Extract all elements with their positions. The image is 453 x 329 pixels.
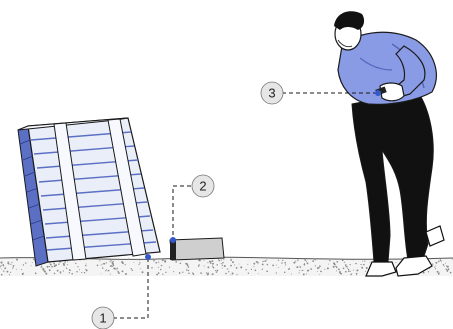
marker-point-3 (375, 90, 381, 96)
callout-2: 2 (192, 175, 214, 197)
callout-leaders (114, 93, 377, 318)
callout-1: 1 (92, 307, 114, 329)
marker-point-1 (145, 254, 151, 260)
flat-block (170, 238, 224, 260)
callout-1-label: 1 (99, 311, 106, 326)
worker-figure (334, 11, 444, 276)
callout-2-label: 2 (199, 179, 206, 194)
marker-point-2 (170, 237, 176, 243)
callout-3-label: 3 (268, 86, 275, 101)
wooden-crate (18, 118, 160, 266)
measurement-markers (145, 90, 381, 260)
callout-3: 3 (261, 82, 283, 104)
